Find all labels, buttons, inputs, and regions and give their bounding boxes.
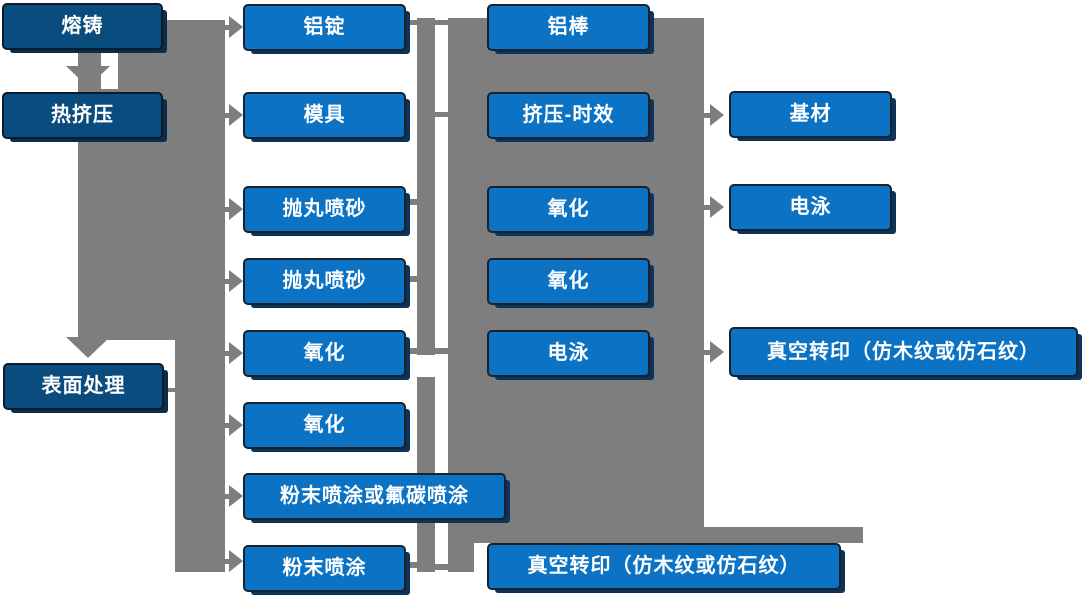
node-substrate: 基材 xyxy=(729,91,892,138)
connector-extension-bottom xyxy=(704,527,863,543)
arrow-right-to-oxidation-2-icon xyxy=(229,414,243,436)
connector-line-surface-treatment xyxy=(162,388,175,392)
arrow-right-to-substrate-icon xyxy=(710,104,724,126)
node-shot-blast-1: 抛丸喷砂 xyxy=(243,186,406,233)
node-oxidation-b: 氧化 xyxy=(243,402,406,449)
connector-block-foot xyxy=(448,543,474,572)
arrow-right-to-shot-blast-1-icon xyxy=(229,198,243,220)
connector-bar-middle-upper xyxy=(417,18,435,355)
arrow-right-to-powder-fluorocarbon-icon xyxy=(229,485,243,507)
connector-stub-row5 xyxy=(405,348,448,354)
arrow-stem xyxy=(225,279,231,284)
arrow-stem xyxy=(704,205,711,210)
connector-stub-row2 xyxy=(433,112,448,117)
node-vacuum-transfer-bottom: 真空转印（仿木纹或仿石纹） xyxy=(487,543,841,590)
arrow-right-to-mold-icon xyxy=(229,104,243,126)
connector-stub-row3 xyxy=(405,199,417,205)
arrow-stem xyxy=(225,494,231,499)
connector-band-surface xyxy=(175,340,225,572)
node-electrophoresis-right: 电泳 xyxy=(729,184,892,231)
node-vacuum-transfer-right: 真空转印（仿木纹或仿石纹） xyxy=(729,327,1078,377)
arrow-right-to-oxidation-1-icon xyxy=(229,342,243,364)
arrow-right-to-powder-icon xyxy=(229,550,243,572)
arrow-stem xyxy=(704,350,711,355)
node-oxidation-a: 氧化 xyxy=(243,330,406,377)
node-hot-extrusion: 热挤压 xyxy=(2,92,163,139)
arrow-stem xyxy=(225,113,231,118)
node-electrophoresis-mid: 电泳 xyxy=(487,330,650,377)
node-extrusion-aging: 挤压-时效 xyxy=(487,92,650,139)
arrow-right-to-vacuum-transfer-icon xyxy=(710,341,724,363)
arrow-right-to-electrophoresis-icon xyxy=(710,196,724,218)
arrow-stem xyxy=(225,351,231,356)
node-mold: 模具 xyxy=(243,92,406,139)
node-rod: 铝棒 xyxy=(487,4,650,51)
connector-stub-foot xyxy=(435,564,448,570)
arrow-stem xyxy=(225,559,231,564)
arrow-right-to-ingot-icon xyxy=(229,16,243,38)
node-oxidation-d: 氧化 xyxy=(487,258,650,305)
node-powder-or-fluorocarbon: 粉末喷涂或氟碳喷涂 xyxy=(243,473,506,520)
node-surface-treatment: 表面处理 xyxy=(3,363,164,410)
arrow-down-to-surface-treatment-icon xyxy=(66,337,110,358)
connector-stub-powder xyxy=(405,562,417,568)
connector-stub-row4 xyxy=(405,276,417,282)
arrow-stem xyxy=(225,25,231,30)
node-oxidation-c: 氧化 xyxy=(487,186,650,233)
node-ingot: 铝锭 xyxy=(243,4,406,51)
node-melt: 熔铸 xyxy=(2,3,163,50)
arrow-down-melt-to-hot-extrusion-icon xyxy=(66,66,110,87)
arrow-stem xyxy=(225,207,231,212)
node-powder: 粉末喷涂 xyxy=(243,545,406,592)
connector-stub-row1 xyxy=(406,20,448,25)
arrow-right-to-shot-blast-2-icon xyxy=(229,270,243,292)
arrow-stem xyxy=(225,423,231,428)
node-shot-blast-2: 抛丸喷砂 xyxy=(243,258,406,305)
arrow-stem xyxy=(704,113,711,118)
